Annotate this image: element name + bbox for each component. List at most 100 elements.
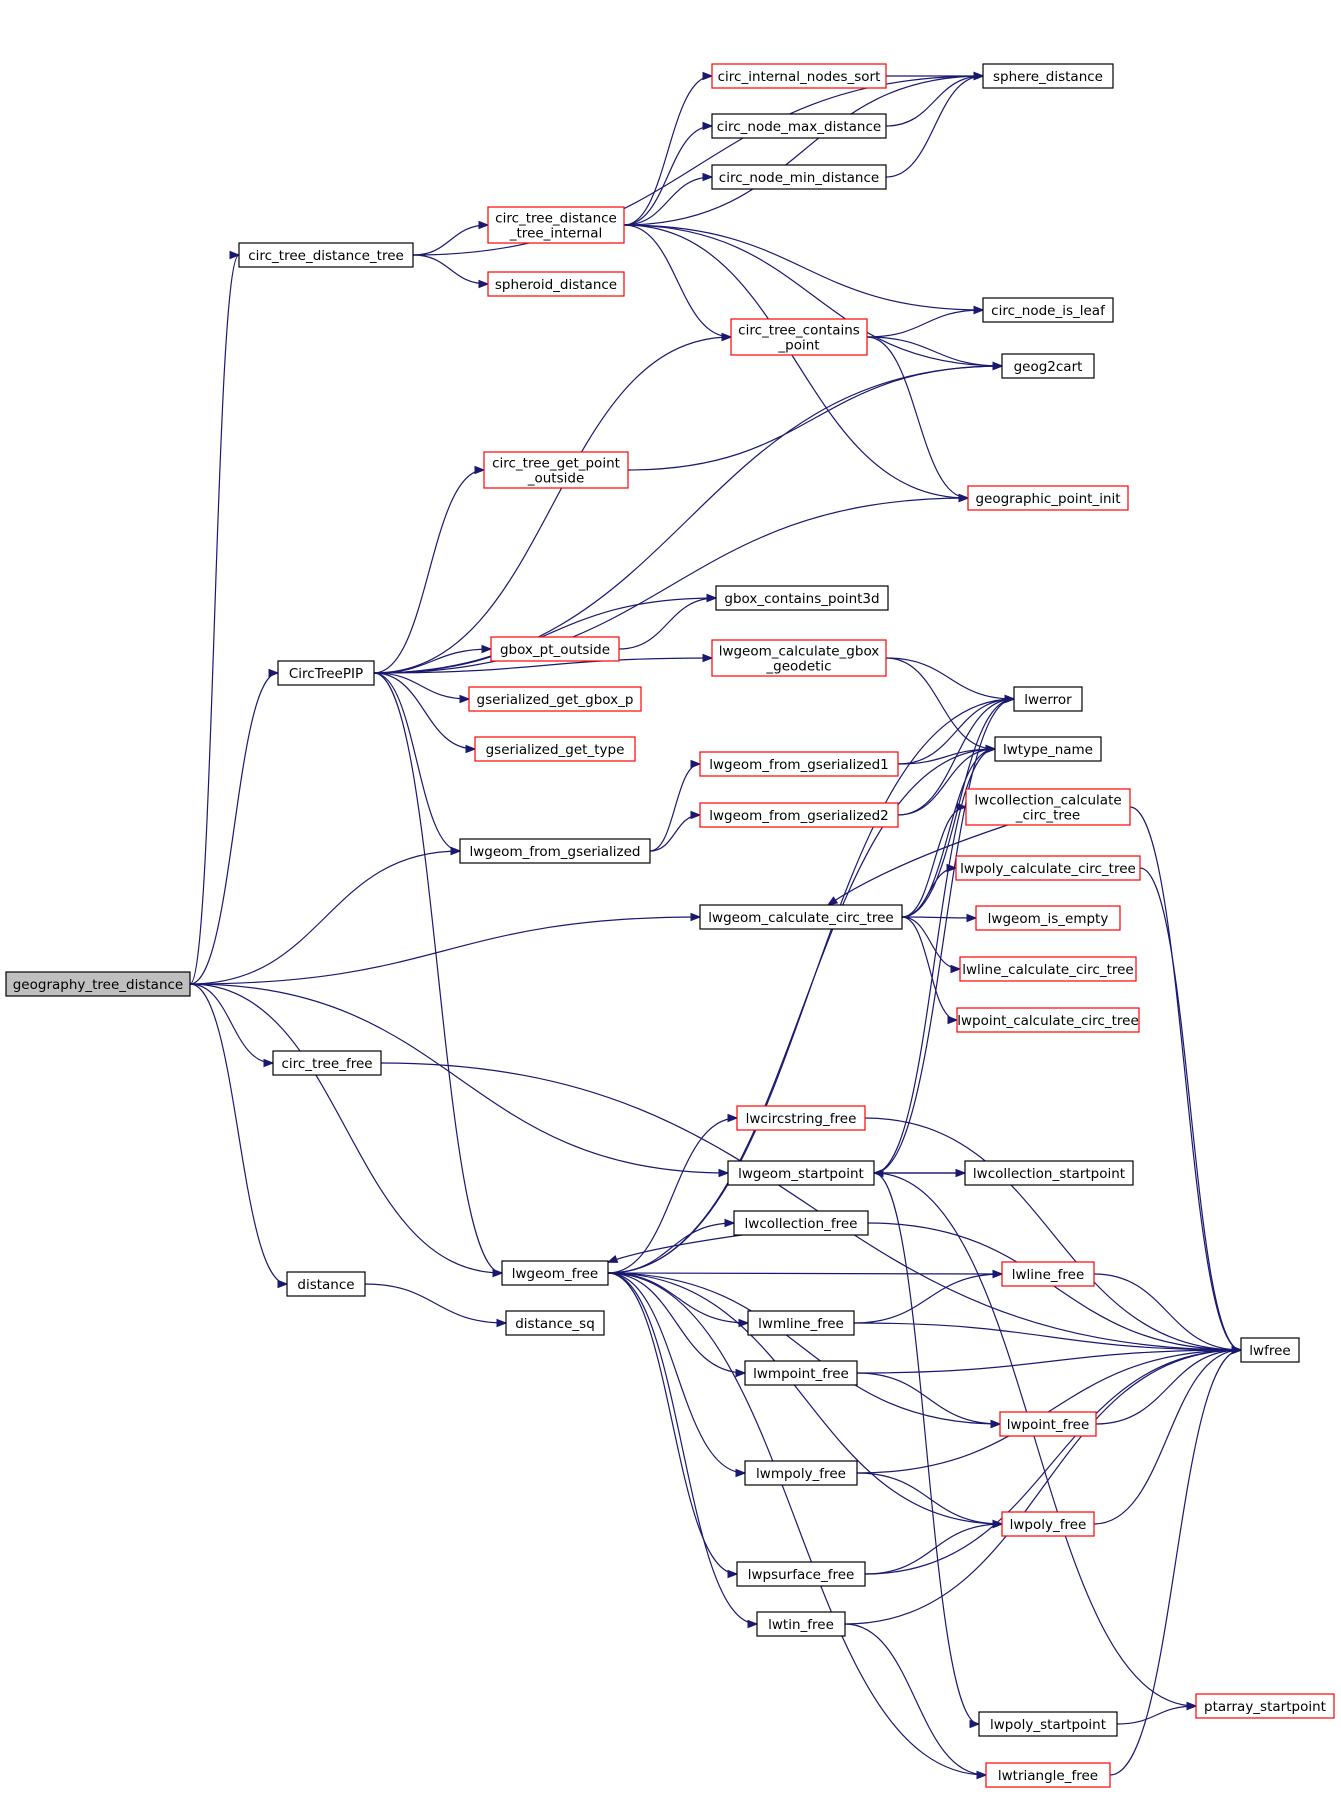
node-lwtriangle-free[interactable]: lwtriangle_free (985, 1762, 1111, 1788)
call-graph-edges (189, 71, 1243, 1780)
node-box (756, 1611, 846, 1637)
node-label: geography_tree_distance (13, 977, 184, 993)
node-circ-node-min-distance[interactable]: circ_node_min_distance (711, 164, 887, 190)
node-spheroid-distance[interactable]: spheroid_distance (487, 271, 625, 297)
node-label: lwline_calculate_circ_tree (962, 962, 1133, 978)
node-lwpsurface-free[interactable]: lwpsurface_free (736, 1561, 866, 1587)
node-lwgeom-is-empty[interactable]: lwgeom_is_empty (975, 905, 1121, 931)
node-label: circ_tree_contains (738, 323, 860, 339)
node-lwpoly-calculate-circ-tree[interactable]: lwpoly_calculate_circ_tree (955, 855, 1141, 881)
node-lwmpoly-free[interactable]: lwmpoly_free (744, 1460, 858, 1486)
node-circtreepip[interactable]: CircTreePIP (277, 660, 375, 686)
node-box (1195, 1693, 1335, 1719)
node-lwcollection-startpoint[interactable]: lwcollection_startpoint (964, 1160, 1134, 1186)
node-circ-tree-distance-tree[interactable]: circ_tree_distance_tree (238, 242, 414, 268)
node-lwline-calculate-circ-tree[interactable]: lwline_calculate_circ_tree (959, 956, 1137, 982)
edge-lwcollection-free-to-lwgeom-free (606, 1234, 743, 1263)
edge-circtreepip-to-lwgeom-free (373, 672, 504, 1278)
node-ptarray-startpoint[interactable]: ptarray_startpoint (1195, 1693, 1335, 1719)
node-gserialized-get-type[interactable]: gserialized_get_type (474, 736, 636, 762)
node-label: lwerror (1024, 692, 1072, 708)
node-label: lwmpoint_free (753, 1366, 849, 1382)
node-lwpoly-free[interactable]: lwpoly_free (1001, 1511, 1095, 1537)
edge-lwmpoint-free-to-lwpoint-free (856, 1372, 1002, 1429)
edge-lwtriangle-free-to-lwfree (1109, 1345, 1243, 1776)
node-lwcircstring-free[interactable]: lwcircstring_free (736, 1105, 866, 1131)
node-lwerror[interactable]: lwerror (1013, 686, 1083, 712)
node-box (468, 686, 642, 712)
node-box (272, 1050, 382, 1076)
node-geography-tree-distance[interactable]: geography_tree_distance (5, 971, 191, 997)
edge-lwgeom-startpoint-to-ptarray-startpoint (873, 1172, 1198, 1711)
edge-circtreepip-to-gserialized-get-type (373, 672, 477, 754)
node-lwmline-free[interactable]: lwmline_free (747, 1310, 855, 1336)
node-geog2cart[interactable]: geog2cart (1001, 353, 1095, 379)
edge-circ-tree-contains-point-to-circ-node-is-leaf (866, 305, 985, 338)
node-box (736, 1105, 866, 1131)
node-box (1001, 1511, 1095, 1537)
node-label: _circ_tree (1015, 808, 1081, 824)
edge-lwgeom-free-to-lwline-free (607, 1269, 1004, 1279)
edge-circtreepip-to-lwgeom-calculate-gbox-geodetic (373, 653, 714, 674)
node-lwtype-name[interactable]: lwtype_name (994, 736, 1102, 762)
node-box (487, 206, 625, 244)
node-lwgeom-calculate-gbox-geodetic[interactable]: lwgeom_calculate_gbox_geodetic (711, 639, 887, 677)
node-label: distance_sq (515, 1316, 595, 1332)
node-circ-tree-get-point-outside[interactable]: circ_tree_get_point_outside (483, 451, 629, 489)
node-lwline-free[interactable]: lwline_free (1001, 1261, 1095, 1287)
node-label: lwline_free (1012, 1267, 1085, 1283)
edge-circtreepip-to-gserialized-get-gbox-p (373, 672, 471, 704)
node-box (699, 904, 903, 930)
node-lwgeom-free[interactable]: lwgeom_free (501, 1260, 609, 1286)
node-lwtin-free[interactable]: lwtin_free (756, 1611, 846, 1637)
node-lwpoint-free[interactable]: lwpoint_free (999, 1411, 1097, 1437)
node-lwfree[interactable]: lwfree (1240, 1337, 1300, 1363)
node-box (277, 660, 375, 686)
edge-lwgeom-free-to-lwpoint-free (607, 1272, 1002, 1429)
node-lwcollection-free[interactable]: lwcollection_free (733, 1210, 869, 1236)
edge-lwgeom-free-to-lwpsurface-free (607, 1272, 739, 1579)
node-lwcollection-calculate-circ-tree[interactable]: lwcollection_calculate_circ_tree (965, 788, 1131, 826)
node-gbox-pt-outside[interactable]: gbox_pt_outside (490, 636, 620, 662)
node-circ-tree-free[interactable]: circ_tree_free (272, 1050, 382, 1076)
edge-lwgeom-calculate-circ-tree-to-lwgeom-is-empty (901, 913, 978, 923)
node-circ-tree-contains-point[interactable]: circ_tree_contains_point (730, 318, 868, 356)
node-label: ptarray_startpoint (1204, 1699, 1326, 1715)
node-circ-internal-nodes-sort[interactable]: circ_internal_nodes_sort (711, 63, 887, 89)
node-lwpoint-calculate-circ-tree[interactable]: lwpoint_calculate_circ_tree (956, 1007, 1140, 1033)
edge-circ-tree-distance-tree-internal-to-circ-tree-contains-point (623, 224, 733, 342)
node-lwmpoint-free[interactable]: lwmpoint_free (744, 1360, 858, 1386)
node-circ-tree-distance-tree-internal[interactable]: circ_tree_distance_tree_internal (487, 206, 625, 244)
node-circ-node-is-leaf[interactable]: circ_node_is_leaf (982, 297, 1114, 323)
node-box (994, 736, 1102, 762)
node-geographic-point-init[interactable]: geographic_point_init (967, 485, 1129, 511)
node-lwgeom-from-gserialized2[interactable]: lwgeom_from_gserialized2 (699, 802, 899, 828)
node-box (487, 271, 625, 297)
node-label: lwgeom_free (512, 1266, 598, 1282)
node-circ-node-max-distance[interactable]: circ_node_max_distance (711, 113, 887, 139)
node-box (715, 585, 889, 611)
node-label: circ_node_max_distance (717, 119, 881, 135)
node-label: _outside (527, 471, 585, 487)
node-box (711, 63, 887, 89)
node-sphere-distance[interactable]: sphere_distance (982, 63, 1114, 89)
edge-lwpoly-startpoint-to-ptarray-startpoint (1116, 1701, 1198, 1725)
node-lwgeom-startpoint[interactable]: lwgeom_startpoint (727, 1160, 875, 1186)
edge-lwgeom-free-to-lwtin-free (607, 1272, 759, 1629)
node-distance-sq[interactable]: distance_sq (505, 1310, 605, 1336)
node-label: _point (777, 338, 819, 354)
node-lwpoly-startpoint[interactable]: lwpoly_startpoint (978, 1711, 1118, 1737)
node-box (744, 1460, 858, 1486)
edge-lwtin-free-to-lwtriangle-free (844, 1623, 988, 1780)
edge-circ-tree-distance-tree-internal-to-geographic-point-init (623, 224, 970, 503)
node-box (238, 242, 414, 268)
node-gbox-contains-point3d[interactable]: gbox_contains_point3d (715, 585, 889, 611)
node-box (967, 485, 1129, 511)
edge-lwtin-free-to-lwfree (844, 1345, 1243, 1625)
node-lwgeom-from-gserialized[interactable]: lwgeom_from_gserialized (459, 838, 651, 864)
node-lwgeom-calculate-circ-tree[interactable]: lwgeom_calculate_circ_tree (699, 904, 903, 930)
node-gserialized-get-gbox-p[interactable]: gserialized_get_gbox_p (468, 686, 642, 712)
node-lwgeom-from-gserialized1[interactable]: lwgeom_from_gserialized1 (699, 751, 899, 777)
edge-circ-node-min-distance-to-sphere-distance (885, 71, 985, 178)
node-distance[interactable]: distance (286, 1271, 366, 1297)
